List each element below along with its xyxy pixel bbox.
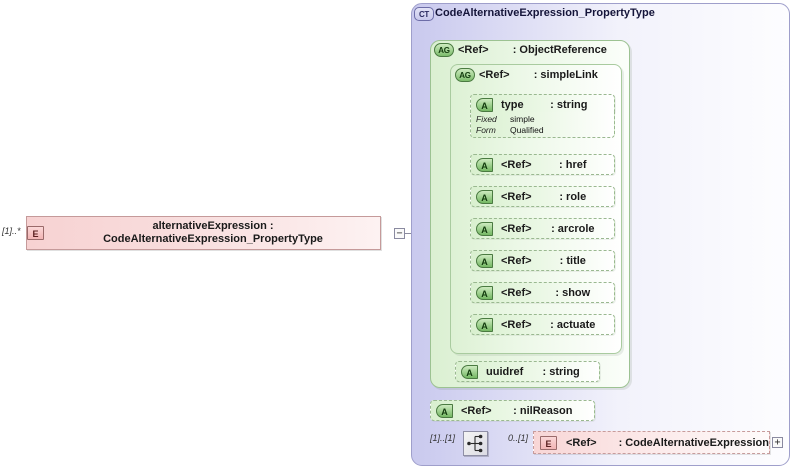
element-reference-ref: <Ref> [566,436,597,449]
attribute-type: : role [559,190,587,203]
root-element-label: alternativeExpression : CodeAlternativeE… [103,220,323,245]
facet-box-type: Fixed simple Form Qualified [470,112,615,138]
object-reference-name: : ObjectReference [512,44,607,56]
attribute-icon: A [476,157,493,172]
attribute-name: uuidref [486,365,524,378]
simple-link-name: : simpleLink [533,69,598,81]
attribute-group-simple-link-label[interactable]: <Ref> : simpleLink [479,69,598,81]
attribute-type: : show [555,286,591,299]
complex-type-icon: CT [414,7,434,21]
element-reference-type: : CodeAlternativeExpression [618,436,769,449]
attribute-type: : title [559,254,586,267]
attribute-type: : string [550,98,588,111]
element-icon: E [27,226,44,240]
facet-fixed-row: Fixed simple [476,114,614,125]
attribute-row-show[interactable]: A <Ref> : show [470,282,615,303]
attribute-type: : nilReason [513,404,573,417]
attribute-name: <Ref> [501,254,532,267]
attribute-icon: A [476,97,493,112]
attribute-name: <Ref> [461,404,492,417]
attribute-icon: A [476,253,493,268]
attribute-group-object-reference-label[interactable]: <Ref> : ObjectReference [458,44,607,56]
attribute-group-icon: AG [434,43,454,57]
attribute-icon: A [476,317,493,332]
attribute-name: <Ref> [501,286,532,299]
attribute-icon: A [476,285,493,300]
complex-type-title: CodeAlternativeExpression_PropertyType [435,7,655,19]
element-reference-box[interactable]: E <Ref> : CodeAlternativeExpression [533,431,770,454]
root-element-box[interactable]: E alternativeExpression : CodeAlternativ… [26,216,381,250]
facet-form-key: Form [476,125,496,135]
attribute-name: <Ref> [501,222,532,235]
element-icon: E [540,435,557,450]
object-reference-ref: <Ref> [458,44,489,56]
attribute-name: type [501,98,524,111]
facet-fixed-value: simple [510,114,535,124]
attribute-type: : href [559,158,587,171]
facet-form-row: Form Qualified [476,125,614,136]
attribute-row-title[interactable]: A <Ref> : title [470,250,615,271]
attribute-type: : arcrole [551,222,595,235]
attribute-row-uuidref[interactable]: A uuidref : string [455,361,600,382]
attribute-row-actuate[interactable]: A <Ref> : actuate [470,314,615,335]
attribute-row-arcrole[interactable]: A <Ref> : arcrole [470,218,615,239]
attribute-row-href[interactable]: A <Ref> : href [470,154,615,175]
attribute-icon: A [436,403,453,418]
attribute-icon: A [476,189,493,204]
sequence-cardinality-left: [1]..[1] [430,433,456,443]
element-ref-cardinality: 0..[1] [508,433,529,443]
attribute-icon: A [461,364,478,379]
attribute-row-nil-reason[interactable]: A <Ref> : nilReason [430,400,595,421]
expand-toggle[interactable]: + [772,437,783,448]
sequence-compositor-icon[interactable] [463,431,488,456]
attribute-group-icon: AG [455,68,475,82]
facet-form-value: Qualified [510,125,544,135]
attribute-row-role[interactable]: A <Ref> : role [470,186,615,207]
attribute-name: <Ref> [501,190,532,203]
collapse-toggle[interactable]: − [394,228,405,239]
attribute-icon: A [476,221,493,236]
simple-link-ref: <Ref> [479,69,510,81]
root-element-cardinality: [1]..* [2,226,21,236]
attribute-name: <Ref> [501,318,532,331]
attribute-name: <Ref> [501,158,532,171]
attribute-type: : actuate [550,318,596,331]
facet-fixed-key: Fixed [476,114,497,124]
attribute-type: : string [542,365,580,378]
